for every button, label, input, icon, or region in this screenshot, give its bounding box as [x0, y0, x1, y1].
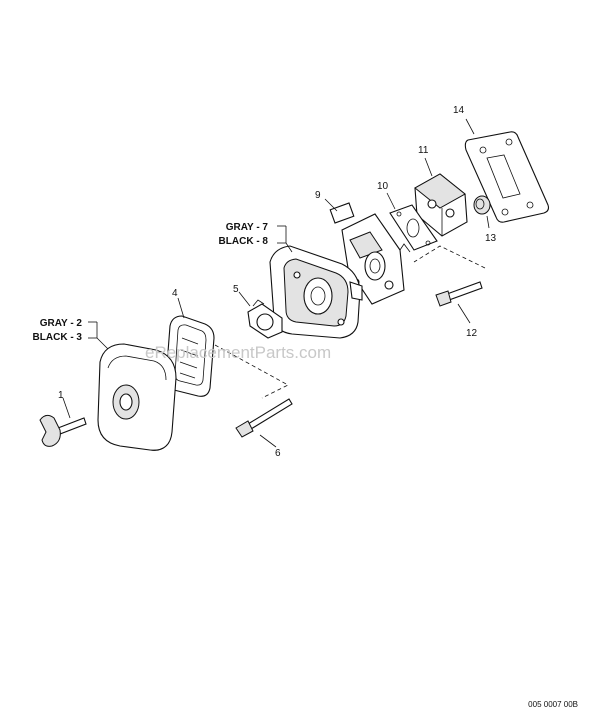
- callout-11: 11: [418, 145, 429, 156]
- leader-10: [386, 192, 396, 210]
- leader-1: [62, 397, 71, 419]
- part-6-bolt: [235, 398, 293, 438]
- leader-12: [457, 303, 471, 324]
- leader-6: [259, 434, 277, 448]
- callout-6: 6: [275, 448, 281, 459]
- drawing-code: 005 0007 00B: [528, 700, 578, 709]
- leader-2-3: [96, 337, 109, 350]
- label-gray-2: GRAY - 2: [40, 318, 83, 329]
- label-black-3: BLACK - 3: [33, 332, 83, 343]
- callout-1: 1: [58, 390, 64, 401]
- leader-4: [177, 297, 185, 319]
- label-black-8: BLACK - 8: [219, 236, 269, 247]
- label-gray-7: GRAY - 7: [226, 222, 269, 233]
- callout-12: 12: [466, 328, 478, 339]
- callout-9: 9: [315, 190, 321, 201]
- part-7-8-air-cleaner-case: [269, 245, 363, 339]
- callout-14: 14: [453, 105, 465, 116]
- callout-4: 4: [172, 288, 178, 299]
- callout-10: 10: [377, 181, 389, 192]
- part-12-bolt: [435, 281, 483, 307]
- leader-5: [238, 291, 251, 307]
- alignment-line-12: [413, 245, 486, 269]
- part-1-wing-knob: [39, 414, 87, 447]
- leader-13: [486, 215, 490, 229]
- leader-11: [424, 157, 433, 177]
- leader-7-8: [285, 242, 293, 253]
- part-4-element: [165, 315, 215, 397]
- leader-9: [324, 198, 338, 212]
- part-10-carb-gasket: [389, 204, 438, 251]
- part-13-plug: [473, 195, 491, 215]
- watermark: eReplacementParts.com: [145, 343, 331, 362]
- leader-14: [465, 118, 475, 135]
- callout-13: 13: [485, 233, 497, 244]
- part-14-gasket: [464, 131, 550, 223]
- part-11-insulator: [414, 173, 468, 237]
- part-5-choke: [247, 299, 283, 339]
- callout-5: 5: [233, 284, 239, 295]
- part-2-3-air-cleaner-cover: [97, 343, 177, 451]
